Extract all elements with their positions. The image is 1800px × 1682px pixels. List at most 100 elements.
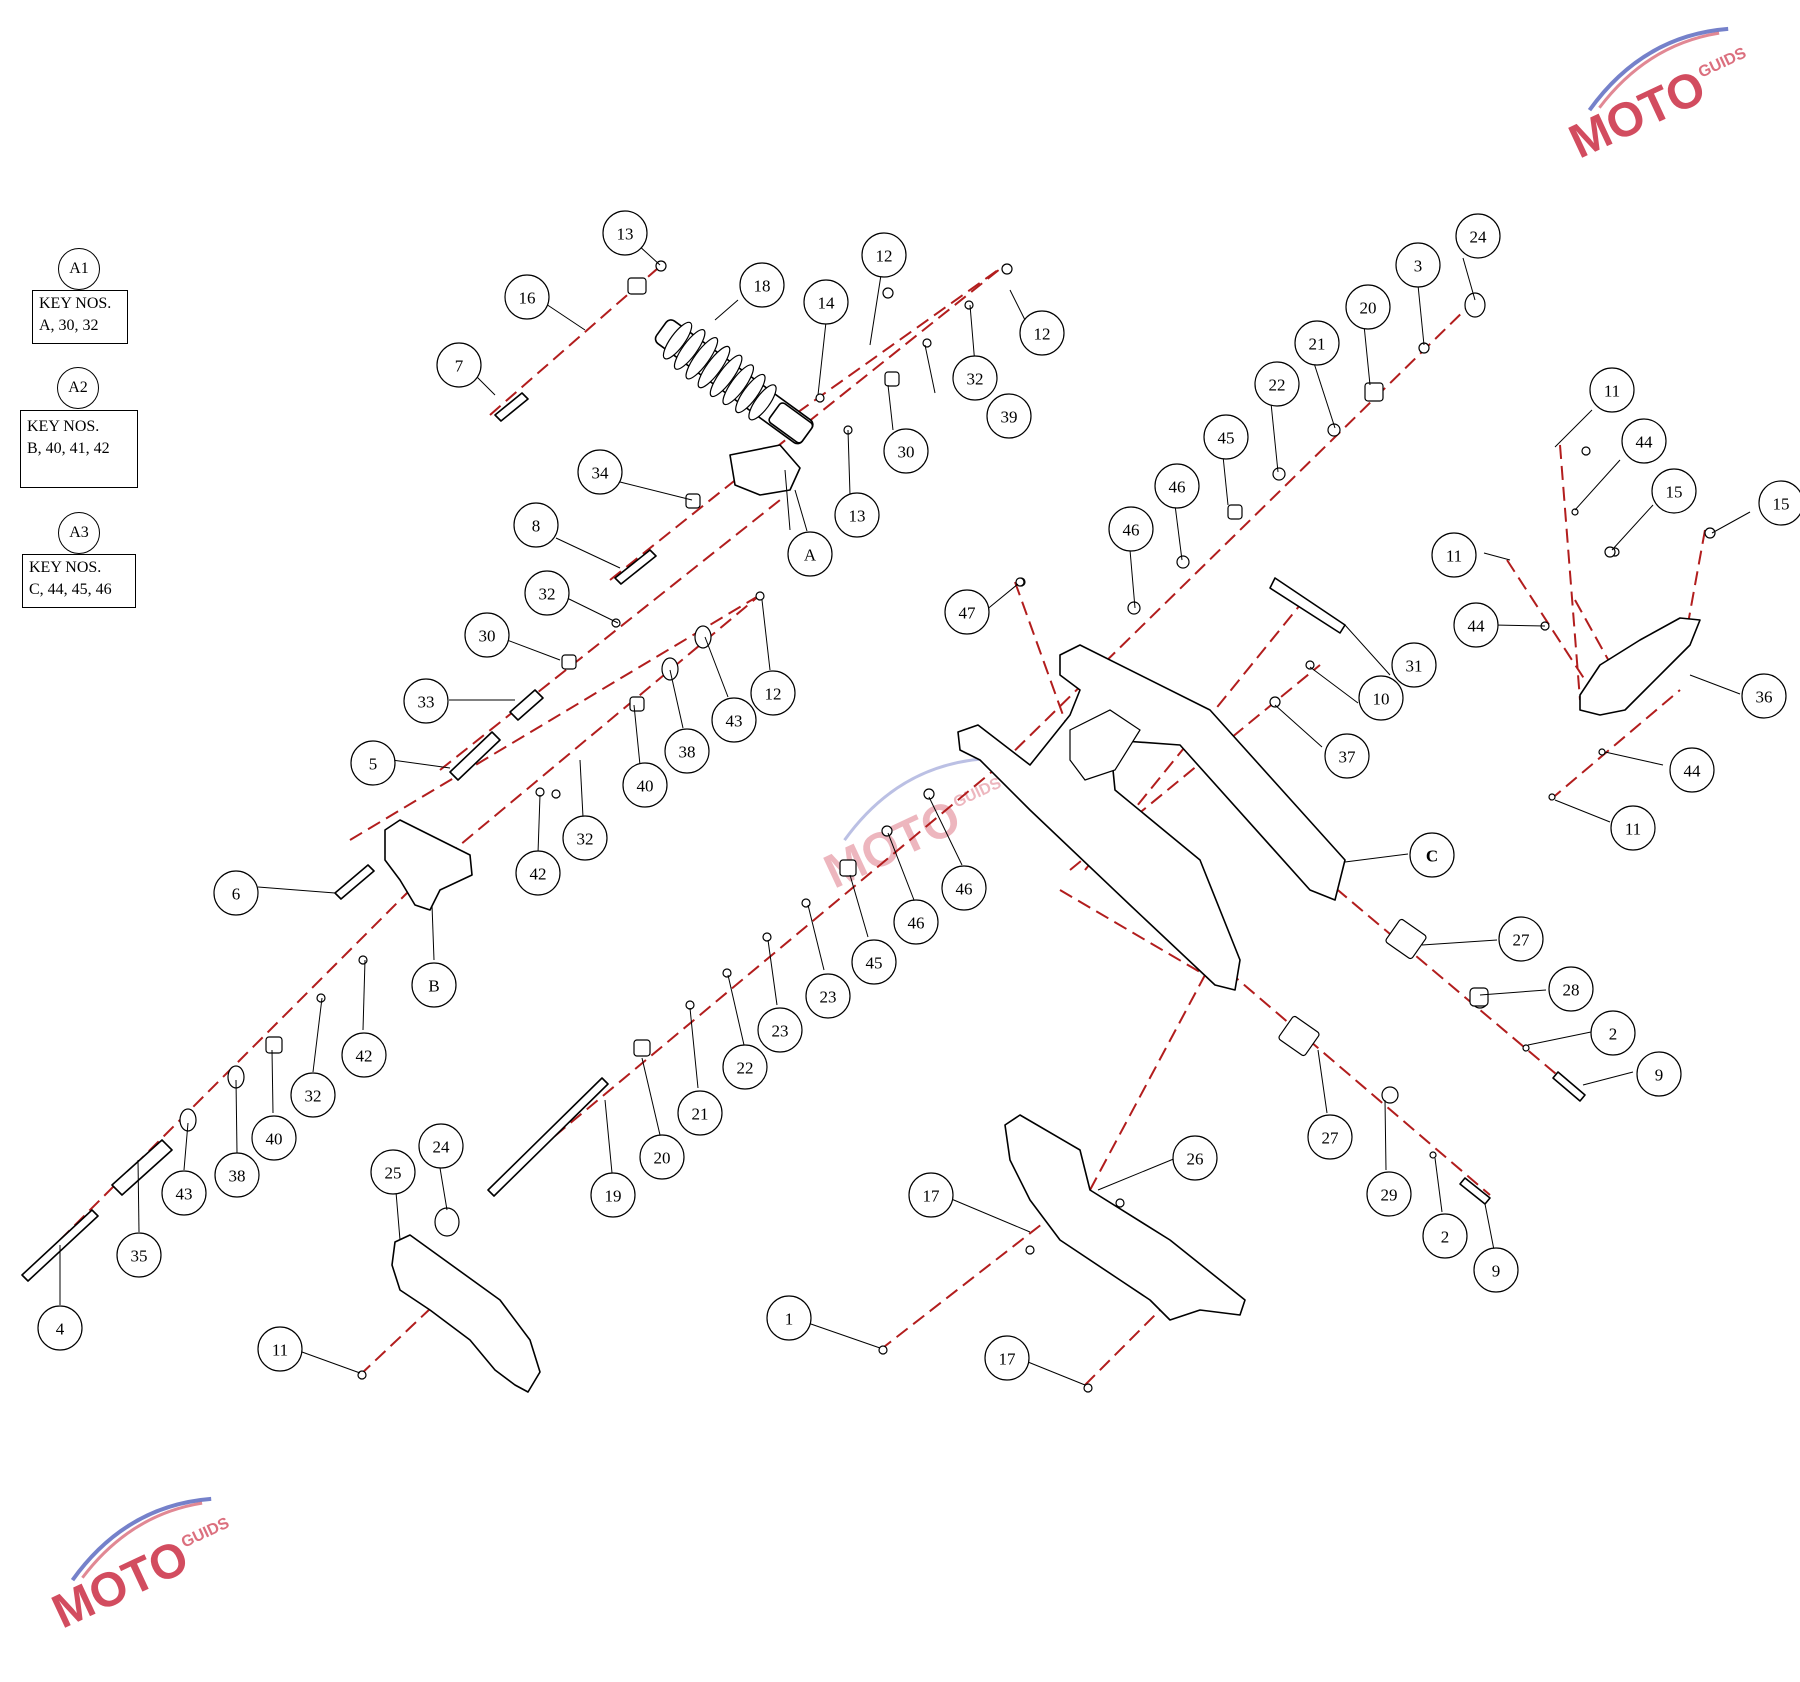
callout-label: 11: [1446, 547, 1462, 566]
callout-label: 46: [908, 914, 925, 933]
callout-label: 29: [1381, 1186, 1398, 1205]
callout-39: 39: [986, 393, 1032, 439]
callout-4: 4: [37, 1305, 83, 1351]
callout-label: 9: [1492, 1262, 1501, 1281]
callout-label: 17: [923, 1187, 941, 1206]
bolt-5: [449, 731, 501, 781]
callout-20: 20: [639, 1134, 685, 1180]
callout-1: 1: [766, 1295, 812, 1341]
callout-40: 40: [251, 1115, 297, 1161]
callout-label: 32: [539, 585, 556, 604]
callout-label: 35: [131, 1247, 148, 1266]
callout-label: 9: [1655, 1066, 1664, 1085]
bolt-6: [334, 864, 375, 900]
callout-18: 18: [739, 262, 785, 308]
callout-24: 24: [1455, 213, 1501, 259]
callout-label: 14: [818, 294, 836, 313]
callout-label: 2: [1441, 1228, 1450, 1247]
callout-10: 10: [1358, 675, 1404, 721]
bolt-7: [494, 392, 529, 422]
callout-21: 21: [1294, 320, 1340, 366]
callout-label: 47: [959, 604, 977, 623]
callout-label: 4: [56, 1320, 65, 1339]
callout-label: 44: [1684, 762, 1702, 781]
watermark-logo-bottom-left: MOTO GUIDS: [44, 1496, 232, 1639]
watermark-brand: MOTO: [1561, 61, 1713, 170]
callout-label: 33: [418, 693, 435, 712]
callout-11: 11: [1589, 367, 1635, 413]
callout-30: 30: [464, 612, 510, 658]
key-box-title: KEY NOS.: [39, 295, 112, 312]
callout-45: 45: [851, 939, 897, 985]
callout-label: 13: [617, 225, 634, 244]
callout-42: 42: [341, 1032, 387, 1078]
callout-label: 8: [532, 517, 541, 536]
callout-label: 10: [1373, 690, 1390, 709]
callout-label: 13: [849, 507, 866, 526]
callout-label: 6: [232, 885, 241, 904]
cap-24b: [434, 1207, 460, 1237]
linkage-b: [384, 819, 473, 911]
callout-label: 36: [1756, 688, 1773, 707]
callout-38: 38: [214, 1152, 260, 1198]
watermark-suffix: GUIDS: [179, 1515, 232, 1552]
key-box-items: B, 40, 41, 42: [27, 440, 110, 457]
callout-label: 31: [1406, 657, 1423, 676]
swingarm-bracket: [1069, 709, 1141, 781]
callout-label: 20: [654, 1149, 671, 1168]
callout-label: 38: [679, 743, 696, 762]
callout-label: 26: [1187, 1150, 1204, 1169]
callout-3: 3: [1395, 242, 1441, 288]
callout-42: 42: [515, 850, 561, 896]
chain-slider-25: [391, 1234, 541, 1393]
callout-label: 24: [1470, 228, 1488, 247]
callout-label: 17: [999, 1350, 1017, 1369]
callout-label: 2: [1609, 1025, 1618, 1044]
callout-46: 46: [941, 865, 987, 911]
bolt-8: [614, 549, 657, 585]
callout-43: 43: [711, 697, 757, 743]
callout-11: 11: [1610, 805, 1656, 851]
callout-15: 15: [1758, 480, 1800, 526]
callout-23: 23: [757, 1007, 803, 1053]
callout-26: 26: [1172, 1135, 1218, 1181]
callout-16: 16: [504, 274, 550, 320]
callout-21: 21: [677, 1090, 723, 1136]
callout-label: 37: [1339, 748, 1357, 767]
small-parts: [179, 260, 1716, 1393]
callout-30: 30: [883, 428, 929, 474]
watermark-logo-center: MOTO GUIDS: [816, 757, 1004, 899]
callout-label: 27: [1513, 931, 1531, 950]
rod-31: [1269, 577, 1346, 634]
callout-14: 14: [803, 279, 849, 325]
callout-19: 19: [590, 1172, 636, 1218]
callout-label: 40: [266, 1130, 283, 1149]
callout-label: 12: [1034, 325, 1051, 344]
callout-11: 11: [1431, 532, 1477, 578]
callout-25: 25: [370, 1149, 416, 1195]
cap-24: [1464, 292, 1486, 318]
callout-27: 27: [1307, 1114, 1353, 1160]
callout-32: 32: [952, 355, 998, 401]
callout-2: 2: [1422, 1213, 1468, 1259]
callout-label: 30: [898, 443, 915, 462]
callout-27: 27: [1498, 916, 1544, 962]
callout-46: 46: [893, 899, 939, 945]
callout-label: 16: [519, 289, 536, 308]
callout-23: 23: [805, 973, 851, 1019]
callout-label: 7: [455, 357, 464, 376]
callout-label: 30: [479, 627, 496, 646]
callout-9: 9: [1636, 1051, 1682, 1097]
watermark-logo-top-right: MOTO GUIDS: [1561, 26, 1749, 170]
callout-36: 36: [1741, 673, 1787, 719]
callout-label: 11: [272, 1341, 288, 1360]
callout-label: 44: [1468, 617, 1486, 636]
callout-34: 34: [577, 449, 623, 495]
callout-6: 6: [213, 870, 259, 916]
swingarm-c: [957, 644, 1346, 991]
callout-label: 27: [1322, 1129, 1340, 1148]
callout-label: 20: [1360, 299, 1377, 318]
callout-13: 13: [602, 210, 648, 256]
